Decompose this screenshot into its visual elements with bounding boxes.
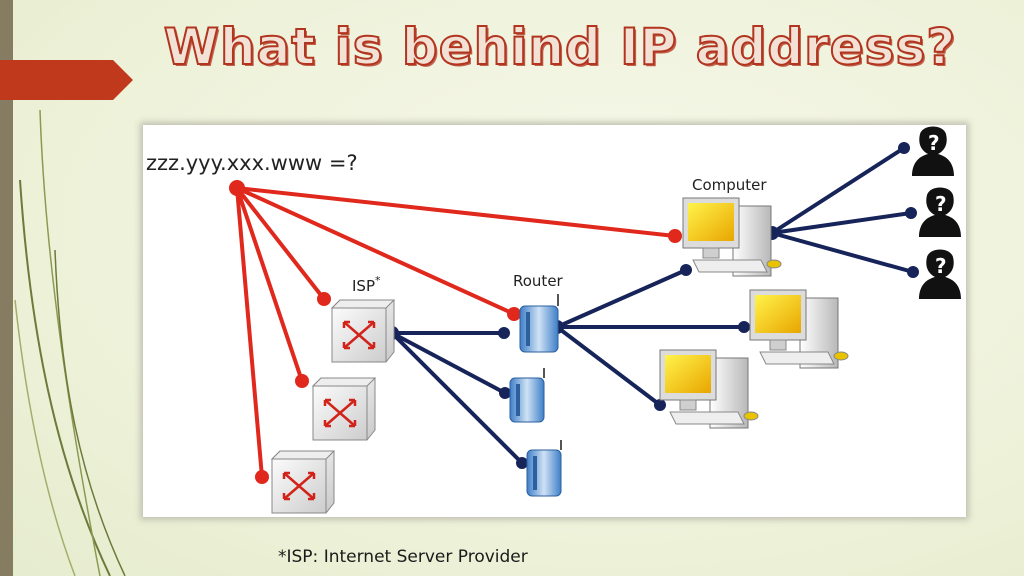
red-link-isp3 (235, 187, 264, 478)
red-links (235, 186, 676, 478)
network-diagram: zzz.yyy.xxx.www =? (143, 125, 966, 517)
router-label: Router (513, 272, 564, 290)
red-link-isp2 (235, 187, 304, 382)
computer-3 (659, 349, 759, 429)
isp-switch-2 (311, 377, 377, 441)
unknown-user-3: ? (919, 249, 961, 299)
red-link-router (236, 186, 515, 316)
question-mark-icon: ? (928, 131, 940, 155)
isp-switch-1 (330, 299, 396, 363)
main-router (519, 294, 559, 353)
ip-address-label: zzz.yyy.xxx.www =? (146, 151, 358, 175)
computer-label: Computer (692, 176, 767, 194)
question-mark-icon: ? (935, 192, 947, 216)
decorative-grass (14, 109, 126, 576)
red-link-dots (229, 180, 682, 484)
question-mark-icon: ? (935, 254, 947, 278)
unknown-user-1: ? (912, 126, 954, 176)
router-2 (509, 368, 545, 423)
title-arrow-marker (0, 60, 133, 100)
computer-1 (682, 197, 782, 277)
isp-switch-3 (270, 450, 336, 514)
isp-label: ISP* (352, 274, 381, 295)
isp-footnote: *ISP: Internet Server Provider (278, 547, 528, 567)
red-link-computer (236, 186, 676, 238)
slide-title: What is behind IP address? (163, 17, 957, 77)
blue-links (390, 146, 914, 465)
network-diagram-svg: zzz.yyy.xxx.www =? (146, 126, 961, 514)
computer-2 (749, 289, 849, 369)
red-link-isp1 (235, 186, 326, 301)
router-3 (526, 440, 562, 497)
left-accent-bar (0, 0, 13, 576)
unknown-user-2: ? (919, 187, 961, 237)
